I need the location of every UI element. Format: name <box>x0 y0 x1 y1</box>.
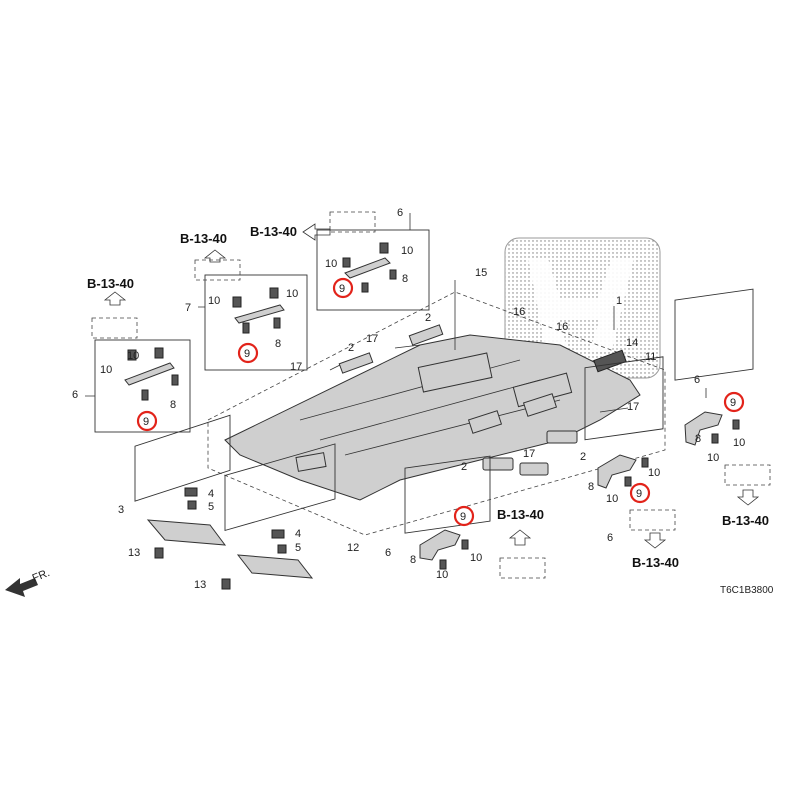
front-label: FR. <box>31 567 52 585</box>
label-8b: 8 <box>275 338 281 350</box>
label-7: 7 <box>185 302 191 314</box>
label-5b: 5 <box>295 542 301 554</box>
headliner-outline <box>207 291 666 536</box>
diagram-code: T6C1B3800 <box>720 585 774 596</box>
label-10k: 10 <box>470 552 482 564</box>
label-16a: 16 <box>513 306 525 318</box>
highlight-circles <box>136 277 745 527</box>
arrow-down-ref-2 <box>643 532 667 549</box>
ref-label-3: B-13-40 <box>87 276 134 291</box>
box-grab-handle-lower-right <box>584 356 664 441</box>
reference-labels: B-13-40 B-13-40 B-13-40 B-13-40 B-13-40 … <box>87 224 769 570</box>
label-5a: 5 <box>208 501 214 513</box>
ref-label-6: B-13-40 <box>497 507 544 522</box>
arrow-left-ref <box>302 223 331 241</box>
label-3: 3 <box>118 504 124 516</box>
ref-label-2: B-13-40 <box>180 231 227 246</box>
box-grab-handle-right <box>674 288 754 381</box>
box-grab-handle-far-left <box>94 339 191 433</box>
label-8a: 8 <box>402 273 408 285</box>
label-8f: 8 <box>410 554 416 566</box>
label-10e: 10 <box>127 350 139 362</box>
arrow-up-ref-4 <box>508 529 532 546</box>
label-1: 1 <box>616 295 622 307</box>
label-2d: 2 <box>580 451 586 463</box>
label-13b: 13 <box>194 579 206 591</box>
label-9b: 9 <box>244 348 250 360</box>
label-17c: 17 <box>627 401 639 413</box>
label-9d: 9 <box>730 397 736 409</box>
box-grab-handle-left <box>204 274 308 371</box>
label-10i: 10 <box>648 467 660 479</box>
label-12: 12 <box>347 542 359 554</box>
label-10a: 10 <box>325 258 337 270</box>
label-6a: 6 <box>397 207 403 219</box>
label-9c: 9 <box>143 416 149 428</box>
label-2a: 2 <box>425 312 431 324</box>
label-2b: 2 <box>348 342 354 354</box>
label-16b: 16 <box>556 321 568 333</box>
label-8c: 8 <box>170 399 176 411</box>
label-10j: 10 <box>606 493 618 505</box>
label-8e: 8 <box>588 481 594 493</box>
label-14: 14 <box>626 337 638 349</box>
label-2c: 2 <box>461 461 467 473</box>
arrow-up-ref-2 <box>203 249 227 263</box>
label-8d: 8 <box>695 433 701 445</box>
label-10b: 10 <box>401 245 413 257</box>
label-4b: 4 <box>295 528 301 540</box>
label-10l: 10 <box>436 569 448 581</box>
label-9a: 9 <box>339 283 345 295</box>
ref-label-1: B-13-40 <box>250 224 297 239</box>
label-9e: 9 <box>636 488 642 500</box>
label-10d: 10 <box>286 288 298 300</box>
box-sunvisor-left <box>134 414 231 502</box>
ref-label-4: B-13-40 <box>722 513 769 528</box>
box-grab-handle-bottom <box>404 455 491 534</box>
box-grab-handle-top <box>316 229 430 311</box>
label-17b: 17 <box>290 361 302 373</box>
label-9f: 9 <box>460 511 466 523</box>
label-11: 11 <box>645 351 656 363</box>
label-15: 15 <box>475 267 487 279</box>
label-10c: 10 <box>208 295 220 307</box>
part-labels: 1 2 2 2 2 3 4 5 4 5 6 6 6 6 6 7 12 13 13… <box>72 207 745 591</box>
box-sunvisor-right <box>224 443 336 532</box>
ref-label-5: B-13-40 <box>632 555 679 570</box>
label-4a: 4 <box>208 488 214 500</box>
label-6d: 6 <box>607 532 613 544</box>
label-10f: 10 <box>100 364 112 376</box>
headliner-panel <box>224 324 641 501</box>
label-6b: 6 <box>72 389 78 401</box>
label-13a: 13 <box>128 547 140 559</box>
label-6c: 6 <box>694 374 700 386</box>
arrow-up-ref-3 <box>103 291 127 306</box>
label-10h: 10 <box>707 452 719 464</box>
label-10g: 10 <box>733 437 745 449</box>
arrow-down-ref-1 <box>736 489 760 506</box>
label-17a: 17 <box>366 333 378 345</box>
label-17d: 17 <box>523 448 535 460</box>
front-direction-arrow <box>5 578 38 597</box>
label-6e: 6 <box>385 547 391 559</box>
